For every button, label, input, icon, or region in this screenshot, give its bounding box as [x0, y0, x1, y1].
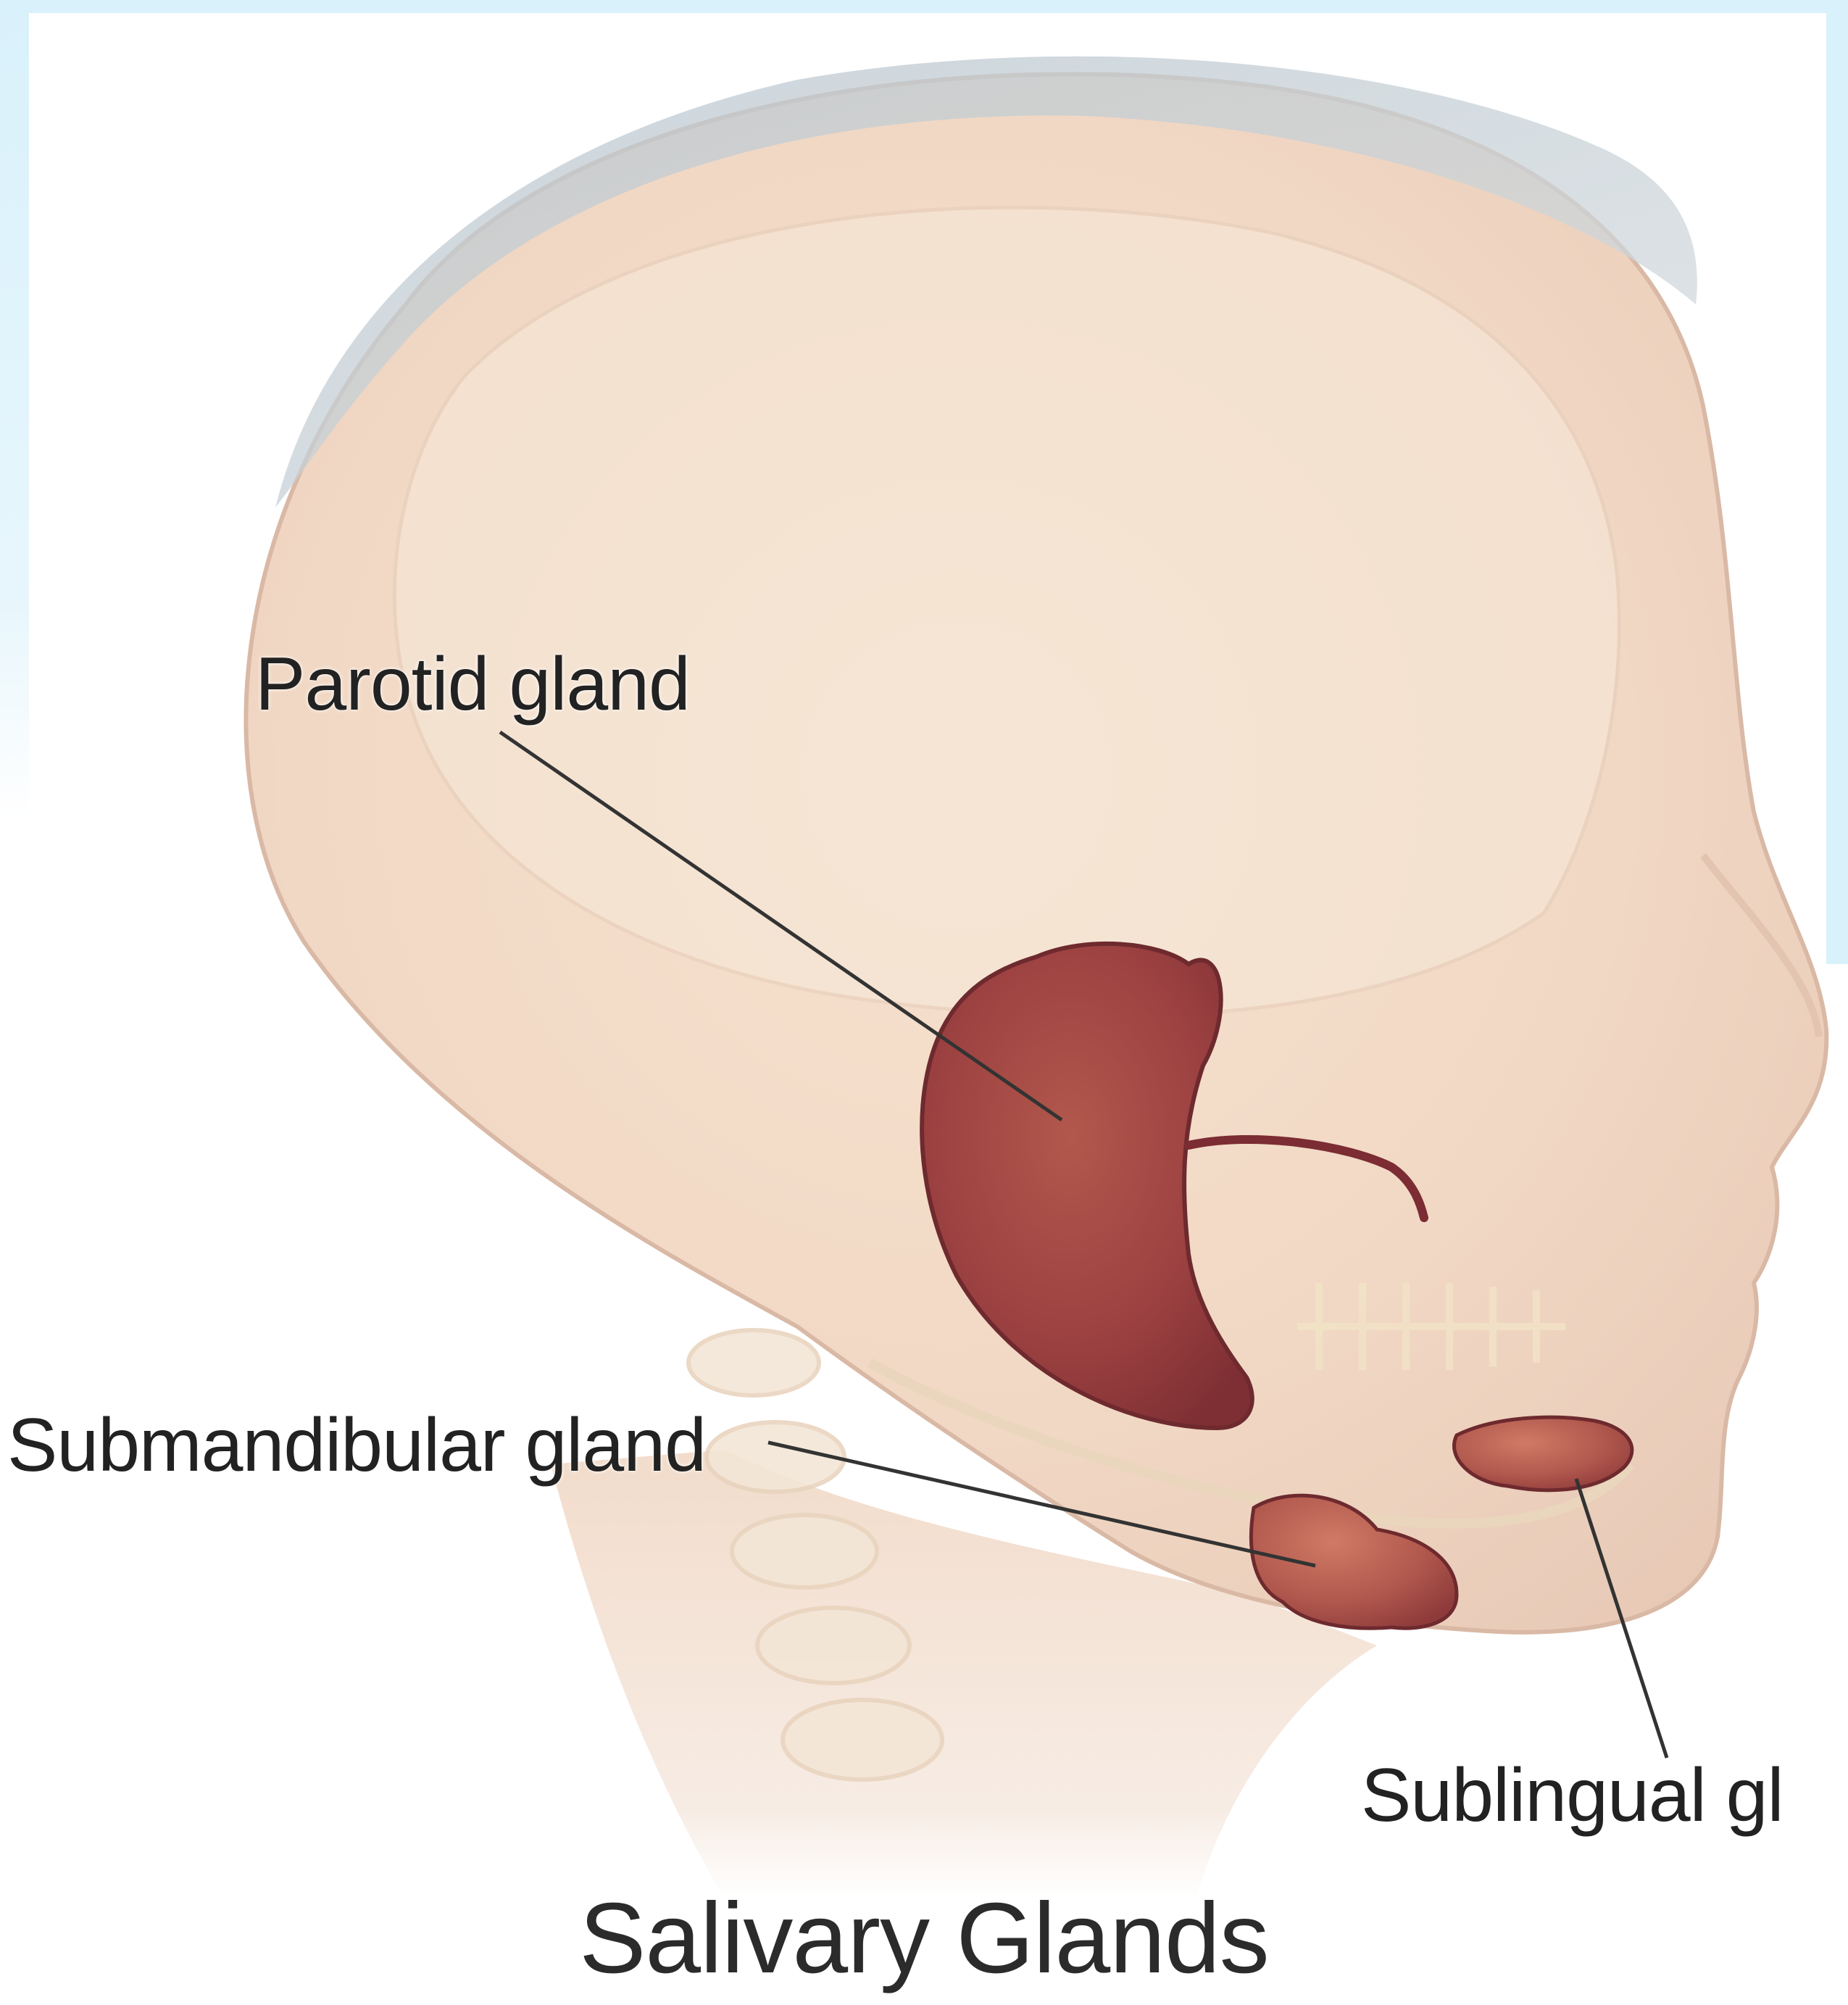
figure-caption: Salivary Glands	[0, 1881, 1848, 1996]
submandibular-gland-label: Submandibular gland	[7, 1403, 706, 1489]
parotid-gland-label: Parotid gland	[255, 642, 690, 728]
sublingual-gland-label: Sublingual gl	[1361, 1753, 1784, 1839]
sublingual-gland	[1454, 1417, 1631, 1490]
skull-shape	[394, 207, 1619, 1016]
